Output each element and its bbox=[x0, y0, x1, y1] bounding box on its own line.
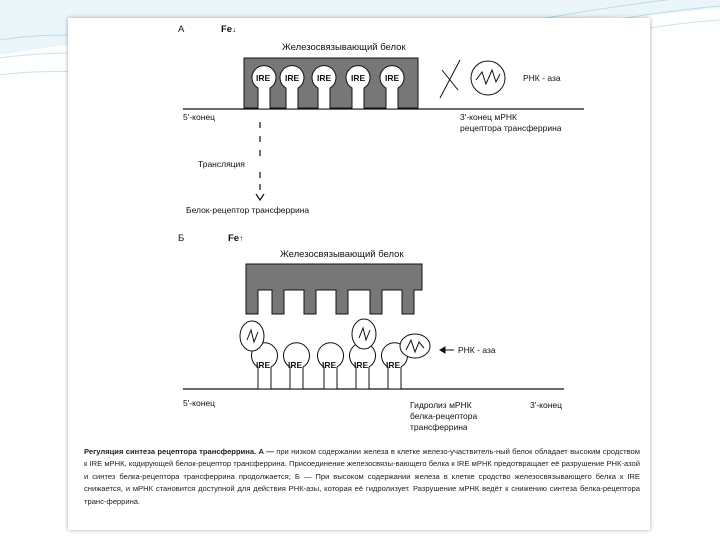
panel-a-3-end-label: 3'-конец мРНК bbox=[460, 112, 517, 122]
panel-a-3-end-label-2: рецептора трансферрина bbox=[460, 123, 562, 133]
panel-a-rnase-label: РНК - аза bbox=[523, 73, 561, 83]
caption-title: Регуляция синтеза рецептора трансферрина… bbox=[84, 447, 274, 456]
panel-b-iron-binding-protein bbox=[245, 263, 423, 315]
panel-b-5-end-label: 5'-конец bbox=[183, 398, 215, 408]
caption-body: при низком содержании железа в клетке же… bbox=[84, 447, 640, 506]
panel-b-hydrolysis-label-3: трансферрина bbox=[410, 422, 468, 432]
panel-b-ire-label: IRE bbox=[386, 360, 401, 370]
iron-regulation-figure: А Fe↓ Железосвязывающий белок IRE IRE IR… bbox=[178, 24, 584, 432]
panel-a-ire-label: IRE bbox=[317, 73, 332, 83]
panel-a-ire-label: IRE bbox=[385, 73, 400, 83]
panel-a-ire-label: IRE bbox=[256, 73, 271, 83]
panel-b: Б Fe↑ Железосвязывающий белок IRE IRE IR… bbox=[178, 233, 564, 432]
panel-b-rnase-icon bbox=[239, 318, 431, 359]
panel-b-letter: Б bbox=[178, 233, 184, 244]
panel-b-ire-label: IRE bbox=[288, 360, 303, 370]
panel-b-ire-label: IRE bbox=[256, 360, 271, 370]
panel-a-rnase-icon bbox=[439, 59, 506, 99]
panel-a-5-end-label: 5'-конец bbox=[183, 112, 215, 122]
panel-a-ire-label: IRE bbox=[285, 73, 300, 83]
panel-a-translation-arrow bbox=[255, 122, 265, 202]
panel-a-translation-label: Трансляция bbox=[198, 159, 245, 169]
panel-a-ire-loops bbox=[251, 65, 405, 110]
panel-a: А Fe↓ Железосвязывающий белок IRE IRE IR… bbox=[178, 24, 584, 215]
panel-b-hydrolysis-label: Гидролиз мРНК bbox=[410, 400, 472, 410]
panel-b-protein-label: Железосвязывающий белок bbox=[280, 249, 404, 260]
figure-caption: Регуляция синтеза рецептора трансферрина… bbox=[84, 446, 640, 508]
panel-b-hydrolysis-label-2: белка-рецептора bbox=[410, 411, 477, 421]
panel-a-ire-label: IRE bbox=[351, 73, 366, 83]
panel-b-rnase-label: РНК - аза bbox=[458, 345, 496, 355]
panel-a-protein-label: Железосвязывающий белок bbox=[282, 42, 406, 53]
panel-b-rnase-arrow bbox=[439, 346, 454, 354]
slide-card: А Fe↓ Железосвязывающий белок IRE IRE IR… bbox=[68, 18, 650, 530]
panel-b-3-end-label: 3'-конец bbox=[530, 400, 562, 410]
panel-b-fe-label: Fe↑ bbox=[228, 233, 243, 244]
panel-a-fe-label: Fe↓ bbox=[221, 24, 236, 35]
panel-b-ire-label: IRE bbox=[322, 360, 337, 370]
panel-b-ire-label: IRE bbox=[354, 360, 369, 370]
panel-a-letter: А bbox=[178, 24, 185, 35]
panel-a-product-label: Белок-рецептор трансферрина bbox=[186, 205, 309, 215]
panel-b-ire-loops bbox=[251, 342, 408, 390]
